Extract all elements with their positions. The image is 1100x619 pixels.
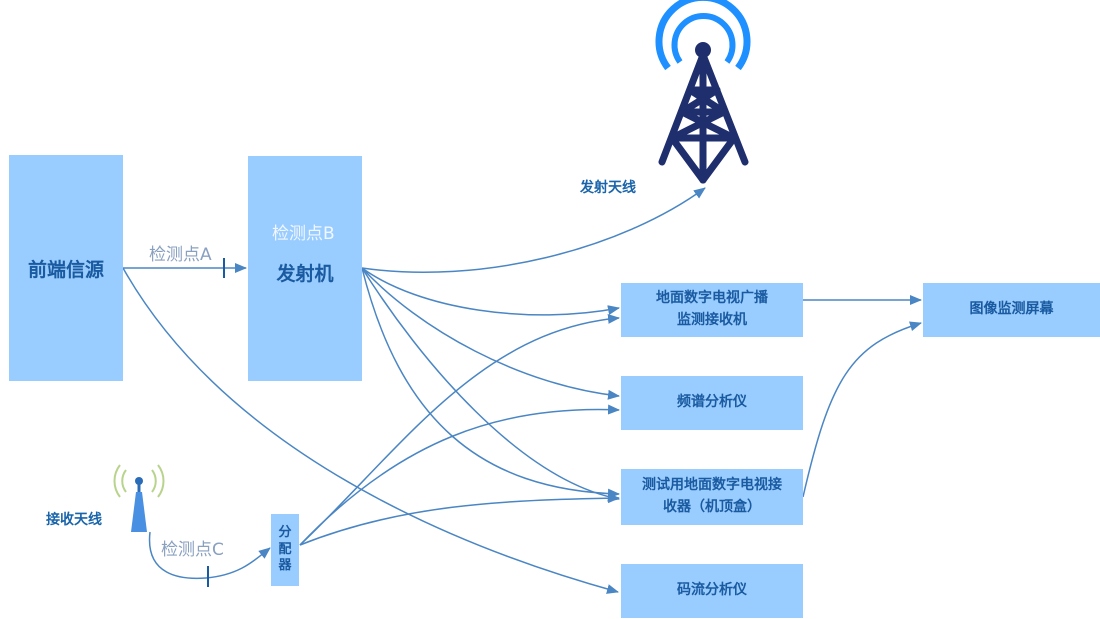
tx-antenna-tower-icon	[655, 0, 751, 184]
monitor-receiver-label-line1: 地面数字电视广播	[656, 290, 768, 307]
edge-source-stream	[122, 267, 619, 594]
edge-transmitter-spectrum	[361, 267, 620, 400]
edge-transmitter-test-receiver-2	[361, 267, 620, 499]
test-receiver-box[interactable]: 测试用地面数字电视接 收器（机顶盒）	[621, 469, 803, 525]
test-point-a-label: 检测点A	[149, 245, 212, 265]
monitor-screen-label: 图像监测屏幕	[969, 301, 1054, 318]
edge-transmitter-monitor	[361, 267, 620, 316]
edge-test-receiver-screen	[802, 321, 922, 498]
edge-splitter-monitor	[299, 313, 620, 546]
source-box[interactable]: 前端信源	[9, 155, 123, 381]
tx-antenna-label: 发射天线	[580, 180, 636, 196]
monitor-receiver-box[interactable]: 地面数字电视广播 监测接收机	[621, 283, 803, 337]
spectrum-analyzer-box[interactable]: 频谱分析仪	[621, 376, 803, 430]
rx-antenna-label: 接收天线	[46, 512, 102, 528]
monitor-receiver-label-line2: 监测接收机	[677, 312, 747, 328]
source-label: 前端信源	[27, 258, 104, 281]
test-receiver-label-line2: 收器（机顶盒）	[663, 499, 761, 515]
monitor-screen-box[interactable]: 图像监测屏幕	[923, 283, 1100, 337]
edge-transmitter-test-receiver	[361, 267, 620, 502]
test-receiver-label-line1: 测试用地面数字电视接	[642, 477, 782, 494]
edge-splitter-test-receiver	[299, 493, 620, 546]
rx-antenna-icon	[113, 464, 165, 532]
splitter-char-3: 器	[278, 558, 292, 574]
spectrum-analyzer-label: 频谱分析仪	[677, 394, 747, 411]
stream-analyzer-label: 码流分析仪	[677, 582, 747, 599]
edge-transmitter-antenna	[361, 187, 706, 273]
test-point-b-label: 检测点B	[272, 224, 335, 244]
splitter-char-2: 配	[278, 541, 292, 557]
test-point-c-label: 检测点C	[161, 540, 224, 560]
stream-analyzer-box[interactable]: 码流分析仪	[621, 564, 803, 618]
splitter-box[interactable]: 分 配 器	[271, 514, 299, 586]
transmitter-box[interactable]: 发射机	[248, 156, 362, 381]
transmitter-label: 发射机	[276, 263, 334, 285]
splitter-char-1: 分	[278, 524, 292, 540]
edge-antenna-splitter	[148, 531, 271, 580]
edge-splitter-spectrum	[299, 404, 620, 546]
